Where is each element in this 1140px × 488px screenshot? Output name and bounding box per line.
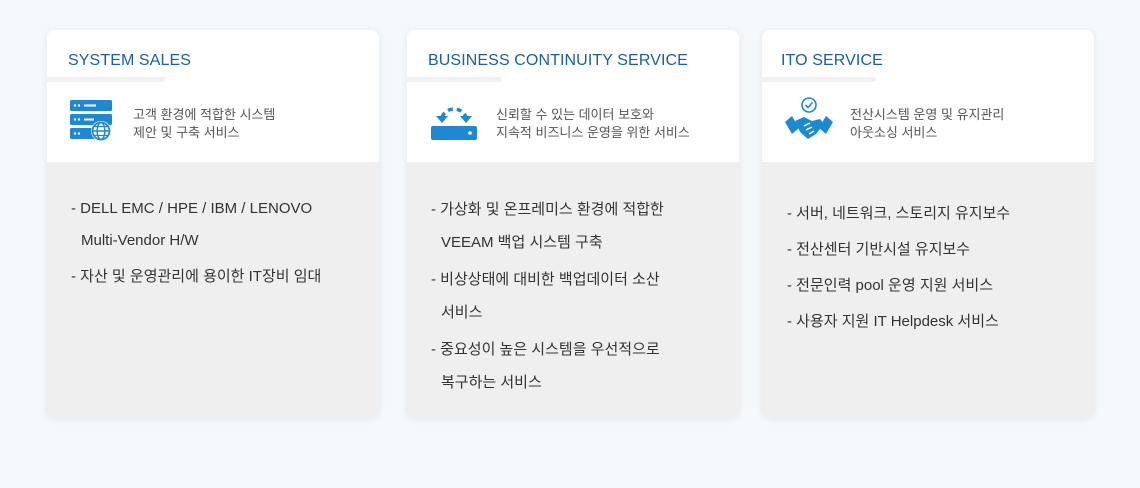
title-underline xyxy=(47,77,165,82)
card-header: ITO SERVICE 전산시스템 운영 및 유지관리 아웃소싱 서비스 xyxy=(762,30,1094,162)
list-item: - DELL EMC / HPE / IBM / LENOVO Multi-Ve… xyxy=(71,200,313,249)
list-item: - 사용자 지원 IT Helpdesk 서비스 xyxy=(787,313,999,330)
list-item: - 서버, 네트워크, 스토리지 유지보수 xyxy=(787,205,1011,222)
title-underline xyxy=(407,77,502,82)
handshake-icon xyxy=(784,96,834,151)
card-description: 고객 환경에 적합한 시스템 제안 및 구축 서비스 xyxy=(133,107,276,140)
card-description: 신뢰할 수 있는 데이터 보호와 지속적 비즈니스 운영을 위한 서비스 xyxy=(496,107,690,140)
card-header: SYSTEM SALES xyxy=(47,30,379,162)
card-business-continuity: BUSINESS CONTINUITY SERVICE 신뢰할 수 있는 데이터… xyxy=(407,30,739,418)
card-description: 전산시스템 운영 및 유지관리 아웃소싱 서비스 xyxy=(850,107,1005,140)
card-body: - 서버, 네트워크, 스토리지 유지보수 - 전산센터 기반시설 유지보수 -… xyxy=(762,196,1094,340)
list-item: - 전문인력 pool 운영 지원 서비스 xyxy=(787,277,993,294)
server-globe-icon xyxy=(69,98,113,147)
card-system-sales: SYSTEM SALES xyxy=(47,30,379,418)
list-item: - 전산센터 기반시설 유지보수 xyxy=(787,241,971,258)
card-ito-service: ITO SERVICE 전산시스템 운영 및 유지관리 아웃소싱 서비스 - 서 xyxy=(762,30,1094,418)
card-title: SYSTEM SALES xyxy=(68,52,192,69)
list-item: - 가상화 및 온프레미스 환경에 적합한 VEEAM 백업 시스템 구축 xyxy=(431,201,664,251)
card-title: BUSINESS CONTINUITY SERVICE xyxy=(428,52,688,69)
title-underline xyxy=(762,77,876,82)
list-item: - 자산 및 운영관리에 용이한 IT장비 임대 xyxy=(71,268,322,285)
list-item: - 비상상태에 대비한 백업데이터 소산 서비스 xyxy=(431,271,660,321)
card-header: BUSINESS CONTINUITY SERVICE 신뢰할 수 있는 데이터… xyxy=(407,30,739,162)
card-title: ITO SERVICE xyxy=(781,52,883,69)
backup-storage-icon xyxy=(430,101,478,146)
list-item: - 중요성이 높은 시스템을 우선적으로 복구하는 서비스 xyxy=(431,341,660,391)
card-body: - DELL EMC / HPE / IBM / LENOVO Multi-Ve… xyxy=(47,193,379,293)
card-body: - 가상화 및 온프레미스 환경에 적합한 VEEAM 백업 시스템 구축 - … xyxy=(407,193,739,399)
